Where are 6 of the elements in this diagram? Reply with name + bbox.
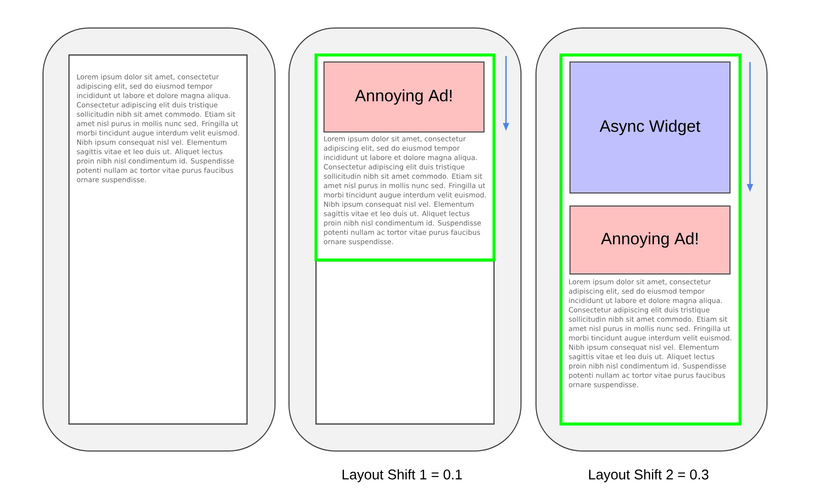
ad-box: Annoying Ad! — [324, 62, 484, 132]
widget-box: Async Widget — [570, 62, 730, 194]
phone-screen — [315, 260, 495, 425]
node-label: Layout Shift 2 = 0.3 — [589, 469, 708, 482]
ad-box: Annoying Ad! — [570, 206, 730, 274]
node-label: Layout Shift 1 = 0.1 — [342, 469, 462, 482]
